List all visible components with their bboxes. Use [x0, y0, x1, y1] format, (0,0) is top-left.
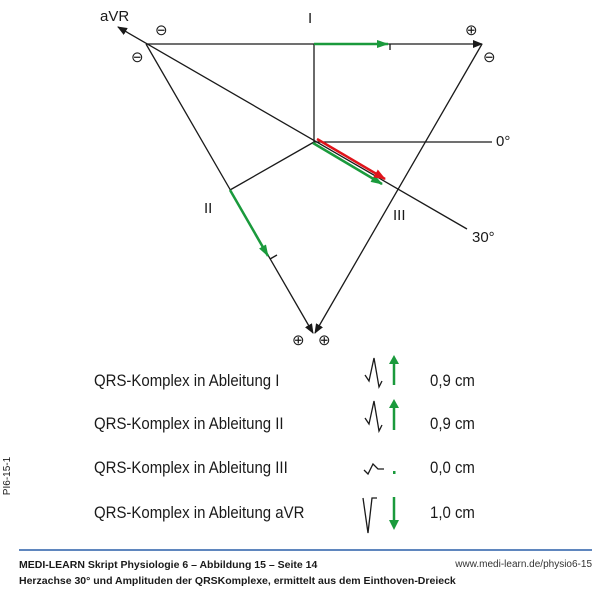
angle-0-label: 0° — [496, 133, 511, 150]
row-label-III: QRS-Komplex in Ableitung III — [94, 458, 288, 477]
row-value-III: 0,0 cm — [430, 458, 475, 477]
axis-projection — [312, 141, 383, 186]
lead-I-label: I — [308, 10, 313, 27]
lead-III-line — [314, 43, 483, 334]
minus-icon: ⊖ — [155, 22, 168, 39]
tick-lead-II — [269, 254, 278, 260]
qrs-wave-I — [364, 357, 383, 390]
plus-icon: ⊕ — [465, 22, 478, 39]
row-value-II: 0,9 cm — [430, 414, 475, 433]
minus-icon: ⊖ — [131, 49, 144, 66]
footer-caption: Herzachse 30° und Amplituden der QRSKomp… — [19, 575, 456, 587]
arrow-up-II-head — [389, 399, 399, 408]
lead-II-line — [145, 43, 314, 334]
row-value-aVR: 1,0 cm — [430, 503, 475, 522]
aVR-line — [117, 26, 468, 230]
qrs-wave-aVR — [362, 497, 377, 534]
lead-II-label: II — [204, 200, 213, 217]
plus-icon: ⊕ — [292, 332, 305, 349]
row-label-aVR: QRS-Komplex in Ableitung aVR — [94, 503, 305, 522]
qrs-wave-III — [363, 462, 384, 476]
angle-30-label: 30° — [472, 229, 495, 246]
aVR-label: aVR — [100, 8, 130, 25]
qrs-wave-II — [364, 400, 383, 434]
lead-III-label: III — [393, 207, 406, 224]
amplitude-arrows — [389, 355, 399, 530]
lead-II-projection — [228, 189, 270, 257]
row-value-I: 0,9 cm — [430, 371, 475, 390]
dot-III — [393, 471, 396, 474]
arrow-down-aVR-head — [389, 520, 399, 530]
perp-lead-II — [229, 141, 315, 191]
footer-url[interactable]: www.medi-learn.de/physio6-15 — [455, 559, 592, 570]
side-code: PI6-15-1 — [2, 456, 13, 496]
row-label-II: QRS-Komplex in Ableitung II — [94, 414, 284, 433]
waveforms — [362, 357, 384, 534]
plus-icon: ⊕ — [318, 332, 331, 349]
row-label-I: QRS-Komplex in Ableitung I — [94, 371, 280, 390]
heart-axis-arrow — [316, 137, 386, 181]
arrow-up-I-head — [389, 355, 399, 364]
minus-icon: ⊖ — [483, 49, 496, 66]
footer-source: MEDI-LEARN Skript Physiologie 6 – Abbild… — [19, 559, 318, 571]
